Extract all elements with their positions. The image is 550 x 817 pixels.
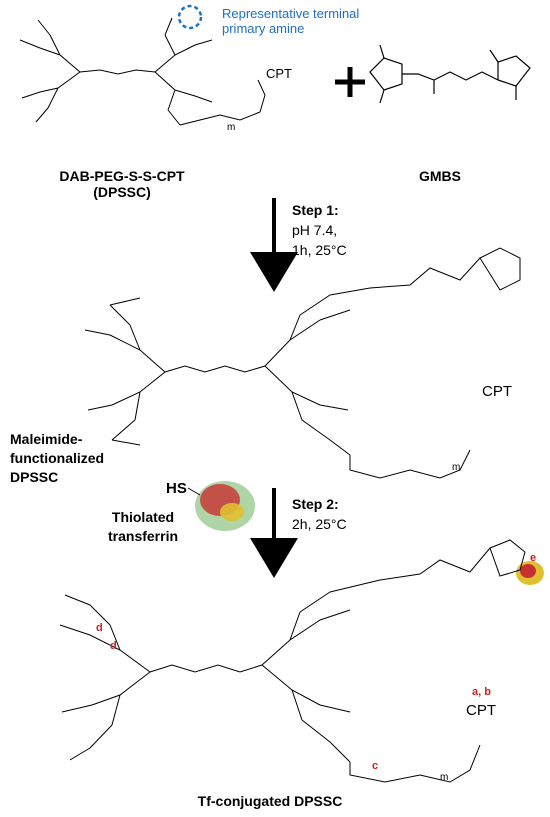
maleimide-dpssc-label: Maleimide- functionalized DPSSC — [10, 430, 104, 487]
bottom-m-label: m — [440, 772, 449, 783]
step1-line1: pH 7.4, — [292, 222, 338, 238]
gmbs-structure — [369, 44, 531, 104]
annotation-line1: Representative terminal — [222, 6, 360, 21]
maleimide-line3: DPSSC — [10, 469, 59, 485]
middle-cpt-label: CPT — [482, 383, 512, 400]
terminal-amine-annotation: Representative terminal primary amine — [222, 6, 382, 36]
dpssc-name: DAB-PEG-S-S-CPT — [59, 168, 185, 184]
peak-label-d1: d — [96, 622, 103, 634]
bottom-cpt-label: CPT — [466, 702, 496, 719]
step1-line2: 1h, 25°C — [292, 242, 347, 258]
top-cpt-label: CPT — [266, 66, 292, 81]
annotation-line2: primary amine — [222, 21, 305, 36]
plus-sign — [335, 67, 365, 97]
gmbs-label: GMBS — [419, 168, 461, 184]
tf-dpssc-structure — [59, 539, 526, 783]
hs-label: HS — [166, 480, 187, 497]
dpssc-structure — [19, 17, 266, 126]
step1-title: Step 1: — [292, 202, 339, 218]
middle-m-label: m — [452, 462, 461, 473]
transferrin-protein-icon — [187, 481, 255, 531]
maleimide-dpssc-structure — [84, 247, 521, 479]
peak-label-c: c — [372, 760, 379, 772]
thiolated-line2: transferrin — [108, 528, 179, 544]
peak-label-d2: d — [110, 640, 117, 652]
maleimide-line2: functionalized — [10, 450, 105, 466]
step2-title: Step 2: — [292, 496, 339, 512]
peak-label-e: e — [530, 552, 537, 564]
step1-conditions: Step 1: pH 7.4, 1h, 25°C — [292, 200, 347, 260]
dpssc-amine-highlight — [177, 4, 203, 30]
peak-label-a-b: a, b — [472, 686, 491, 698]
tf-dpssc-label: Tf-conjugated DPSSC — [197, 793, 343, 809]
dpssc-label: DAB-PEG-S-S-CPT (DPSSC) — [42, 168, 202, 200]
maleimide-line1: Maleimide- — [10, 431, 83, 447]
top-m-label: m — [227, 122, 236, 133]
dpssc-abbrev: (DPSSC) — [93, 184, 151, 200]
step2-line1: 2h, 25°C — [292, 516, 347, 532]
bottom-protein-icon — [516, 561, 544, 585]
thiolated-transferrin-label: Thiolated transferrin — [108, 508, 178, 546]
step2-conditions: Step 2: 2h, 25°C — [292, 494, 347, 534]
thiolated-line1: Thiolated — [111, 509, 175, 525]
